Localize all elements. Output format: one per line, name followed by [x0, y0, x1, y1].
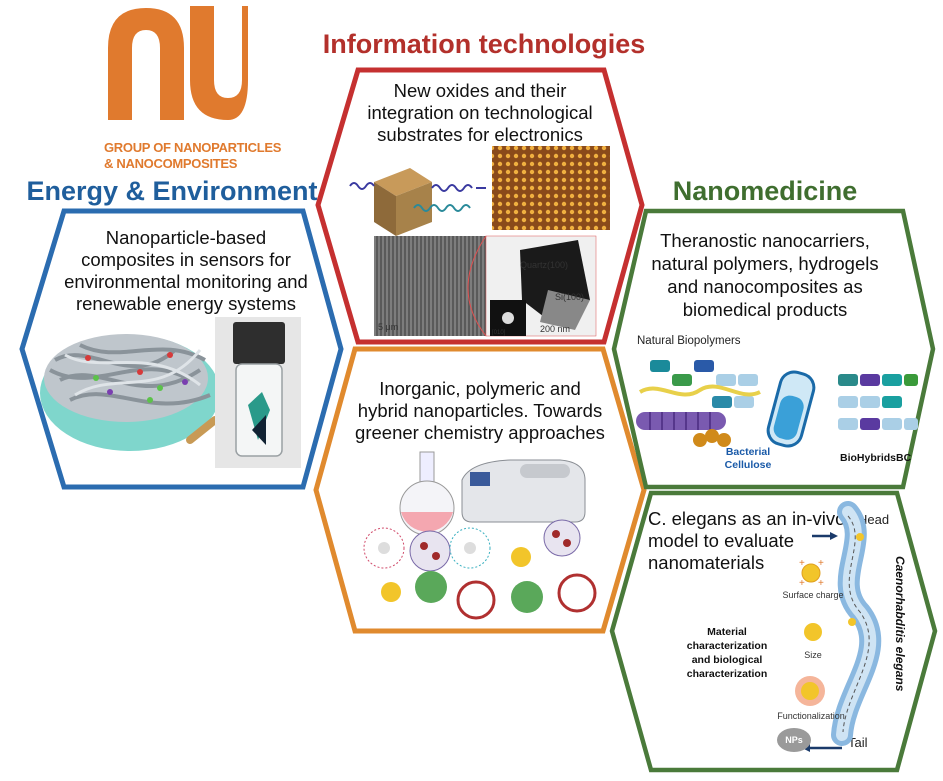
biohybrids-label: BioHybridsBC [840, 452, 912, 464]
nanoparticles-row [363, 519, 597, 620]
info-text-line3: substrates for electronics [377, 124, 583, 145]
elegans-panel: C. elegans as an in-vivo model to evalua… [648, 501, 907, 752]
chem-text-line3: greener chemistry approaches [355, 422, 605, 443]
svg-text:+: + [799, 558, 805, 569]
svg-text:+: + [818, 578, 824, 589]
elegans-text-line3: nanomaterials [648, 552, 764, 573]
svg-text:+: + [799, 578, 805, 589]
bacterial-line2: Cellulose [725, 459, 772, 471]
characterization-line4: characterization [687, 668, 768, 680]
heading-nano: Nanomedicine [673, 176, 858, 206]
label-si: Si(100) [555, 292, 584, 302]
heading-info: Information technologies [323, 29, 646, 59]
surface-charge-label: Surface charge [782, 590, 843, 600]
nano-text-line3: and nanocomposites as [667, 276, 862, 297]
nano-text-line1: Theranostic nanocarriers, [660, 230, 870, 251]
test-tube-illustration [766, 370, 816, 448]
biopolymer-chains [636, 360, 918, 447]
characterization-line3: and biological [692, 654, 763, 666]
nano-panel: Theranostic nanocarriers, natural polyme… [636, 230, 918, 471]
logo-line2: & NANOCOMPOSITES [104, 156, 238, 171]
chem-text-line1: Inorganic, polymeric and [379, 378, 581, 399]
svg-text:+: + [818, 558, 824, 569]
nps-badge: NPs [777, 728, 811, 752]
info-text-line2: integration on technological [367, 102, 592, 123]
heading-energy: Energy & Environment [26, 176, 317, 206]
energy-text-line1: Nanoparticle-based [106, 227, 266, 248]
logo-line1: GROUP OF NANOPARTICLES [104, 140, 282, 155]
size-label: Size [804, 650, 822, 660]
tail-label: Tail [848, 735, 868, 750]
energy-panel: Nanoparticle-based composites in sensors… [40, 227, 308, 468]
nano-text-line2: natural polymers, hydrogels [651, 253, 878, 274]
energy-text-line4: renewable energy systems [76, 293, 296, 314]
label-zone: [010] [492, 330, 506, 336]
info-panel: New oxides and their integration on tech… [349, 80, 610, 337]
np-size [804, 623, 822, 641]
atomic-lattice-image [492, 146, 610, 230]
characterization-line1: Material [707, 626, 747, 638]
nps-label: NPs [785, 735, 803, 745]
np-surface-charge: + + + + [799, 558, 824, 589]
species-label: Caenorhabditis elegans [893, 556, 907, 692]
logo-u-shape [190, 6, 248, 120]
chem-text-line2: hybrid nanoparticles. Towards [358, 400, 602, 421]
characterization-line2: characterization [687, 640, 768, 652]
elegans-text-line1: C. elegans as an in-vivo [648, 508, 845, 529]
chem-panel: Inorganic, polymeric and hybrid nanopart… [355, 378, 605, 620]
natural-biopolymers-label: Natural Biopolymers [637, 335, 741, 347]
vial-photo [215, 317, 301, 468]
nanofiber-network-illustration [40, 334, 220, 451]
crystal-block-illustration [349, 168, 486, 236]
nano-text-line4: biomedical products [683, 299, 848, 320]
logo-n-shape [108, 8, 184, 120]
flask-illustration [399, 451, 455, 536]
info-text-line1: New oxides and their [394, 80, 567, 101]
head-label: Head [858, 512, 889, 527]
instrument-illustration [461, 459, 586, 523]
label-scale1: 5 μm [378, 322, 398, 332]
elegans-text-line2: model to evaluate [648, 530, 794, 551]
functionalization-label: Functionalization [777, 711, 845, 721]
group-logo: GROUP OF NANOPARTICLES & NANOCOMPOSITES [104, 6, 282, 171]
energy-text-line2: composites in sensors for [81, 249, 291, 270]
label-scale2: 200 nm [540, 324, 570, 334]
energy-text-line3: environmental monitoring and [64, 271, 308, 292]
tem-images: Quartz(100) Si(100) 5 μm 200 nm [010] [374, 235, 597, 337]
np-functionalization [795, 676, 825, 706]
label-quartz: Quartz(100) [520, 260, 568, 270]
bacterial-line1: Bacterial [726, 446, 770, 458]
